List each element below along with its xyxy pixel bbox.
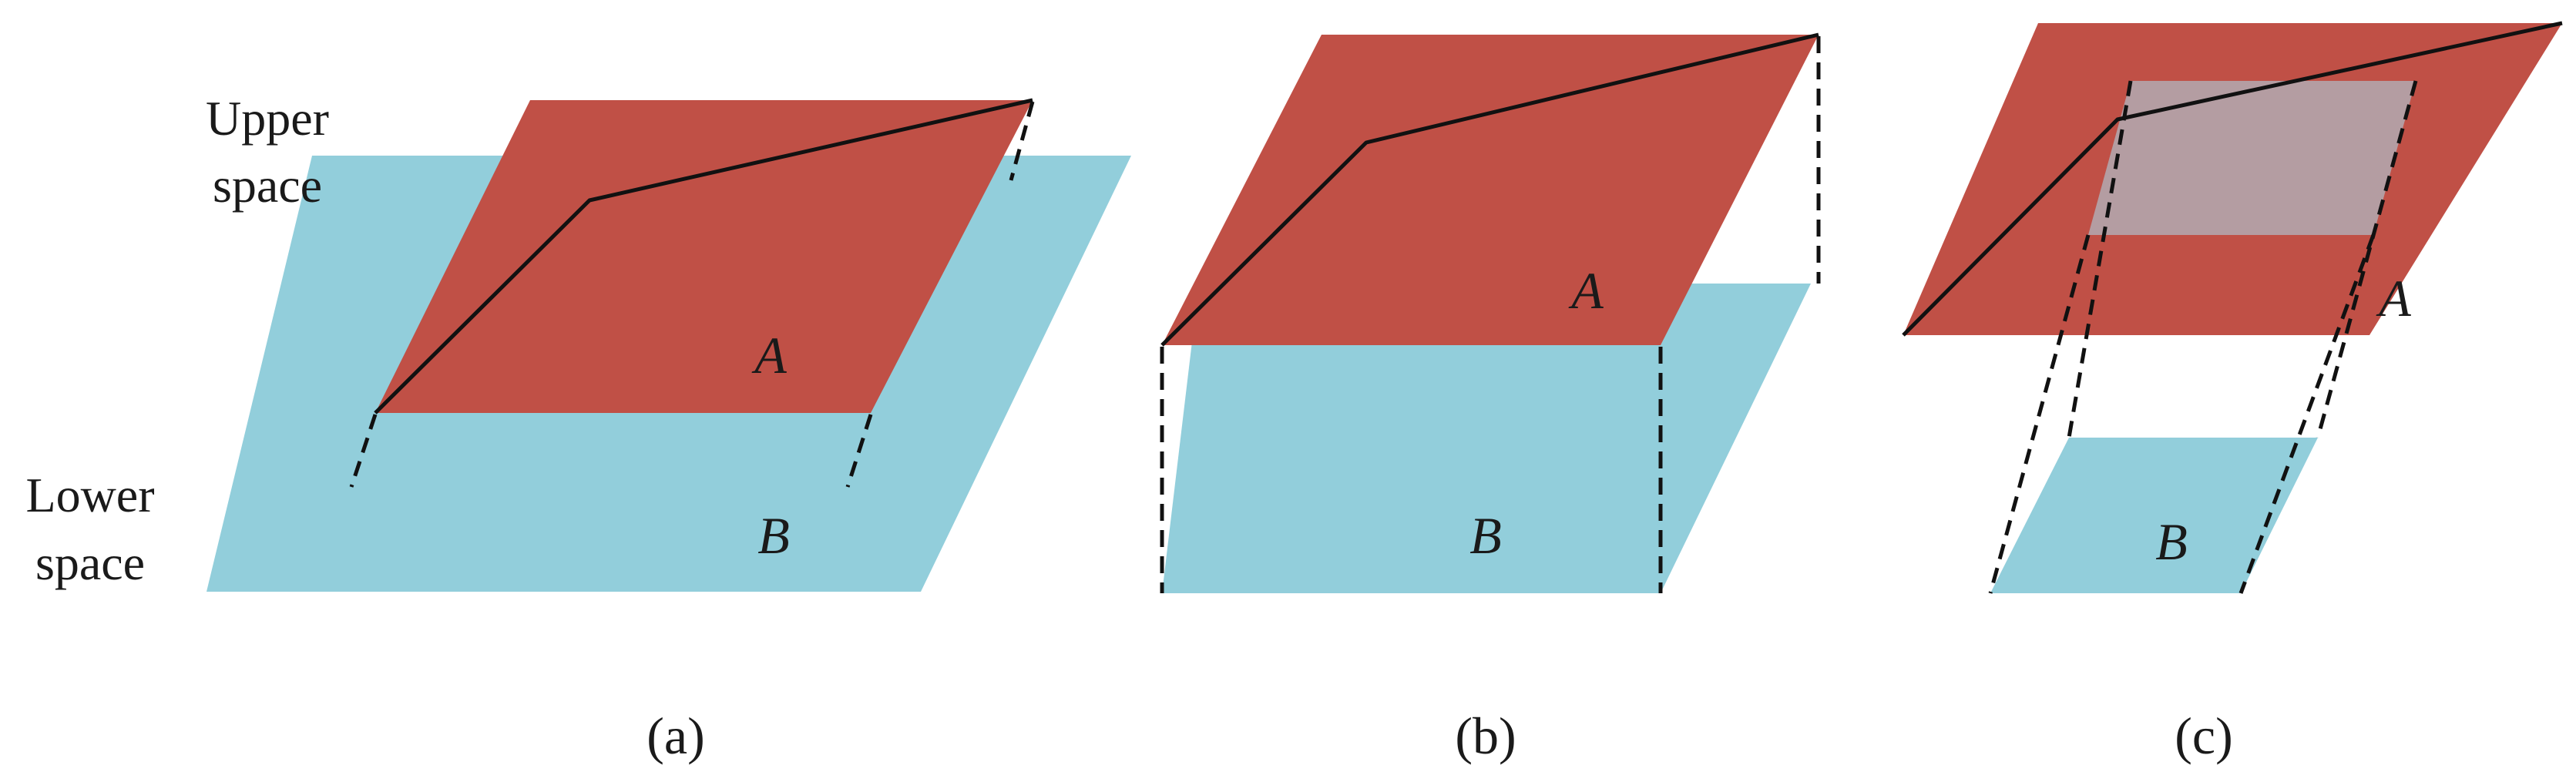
- panel-c-lower-label: B: [2155, 512, 2188, 571]
- panel-b-caption: (b): [1455, 706, 1516, 765]
- panel-a-lower-label: B: [757, 506, 790, 565]
- upper-space-label-line1: Upper: [206, 91, 329, 146]
- panel-b-lower-label: B: [1469, 506, 1502, 565]
- panel-c-boundary-line: [1902, 21, 2563, 337]
- panel-a-upper-plane: [375, 100, 1033, 413]
- panel-c-projection-dash-3: [1988, 234, 2091, 594]
- panel-b: A B (b): [1160, 32, 1821, 765]
- upper-space-label-line2: space: [213, 158, 322, 213]
- panel-a-projection-dash-right: [1009, 101, 1035, 181]
- panel-b-upper-label: A: [1568, 261, 1604, 320]
- panel-b-lower-plane: [1162, 284, 1811, 593]
- panel-a: Upper space Lower space A B (a): [25, 91, 1131, 765]
- panel-c-projection-overlay: [2088, 81, 2416, 235]
- panel-c-projection-dash-1: [2067, 80, 2133, 438]
- panel-c-lower-plane: [1990, 438, 2318, 593]
- panel-b-upper-plane: [1162, 35, 1819, 345]
- panel-c-upper-label: A: [2376, 269, 2411, 327]
- panel-a-caption: (a): [647, 706, 704, 765]
- panel-c: A B (c): [1902, 21, 2563, 765]
- panel-c-projection-dash-4: [2238, 234, 2376, 594]
- panel-c-projection-dash-2: [2316, 80, 2418, 438]
- lower-space-label-line2: space: [35, 535, 145, 590]
- lower-space-label-line1: Lower: [25, 468, 154, 522]
- panel-b-boundary-line: [1160, 32, 1819, 347]
- panel-a-projection-dash-left: [349, 414, 378, 488]
- panel-a-boundary-line: [374, 98, 1033, 414]
- panel-a-upper-label: A: [751, 326, 787, 384]
- panel-c-caption: (c): [2175, 706, 2232, 765]
- panel-a-projection-dash-mid: [845, 414, 873, 488]
